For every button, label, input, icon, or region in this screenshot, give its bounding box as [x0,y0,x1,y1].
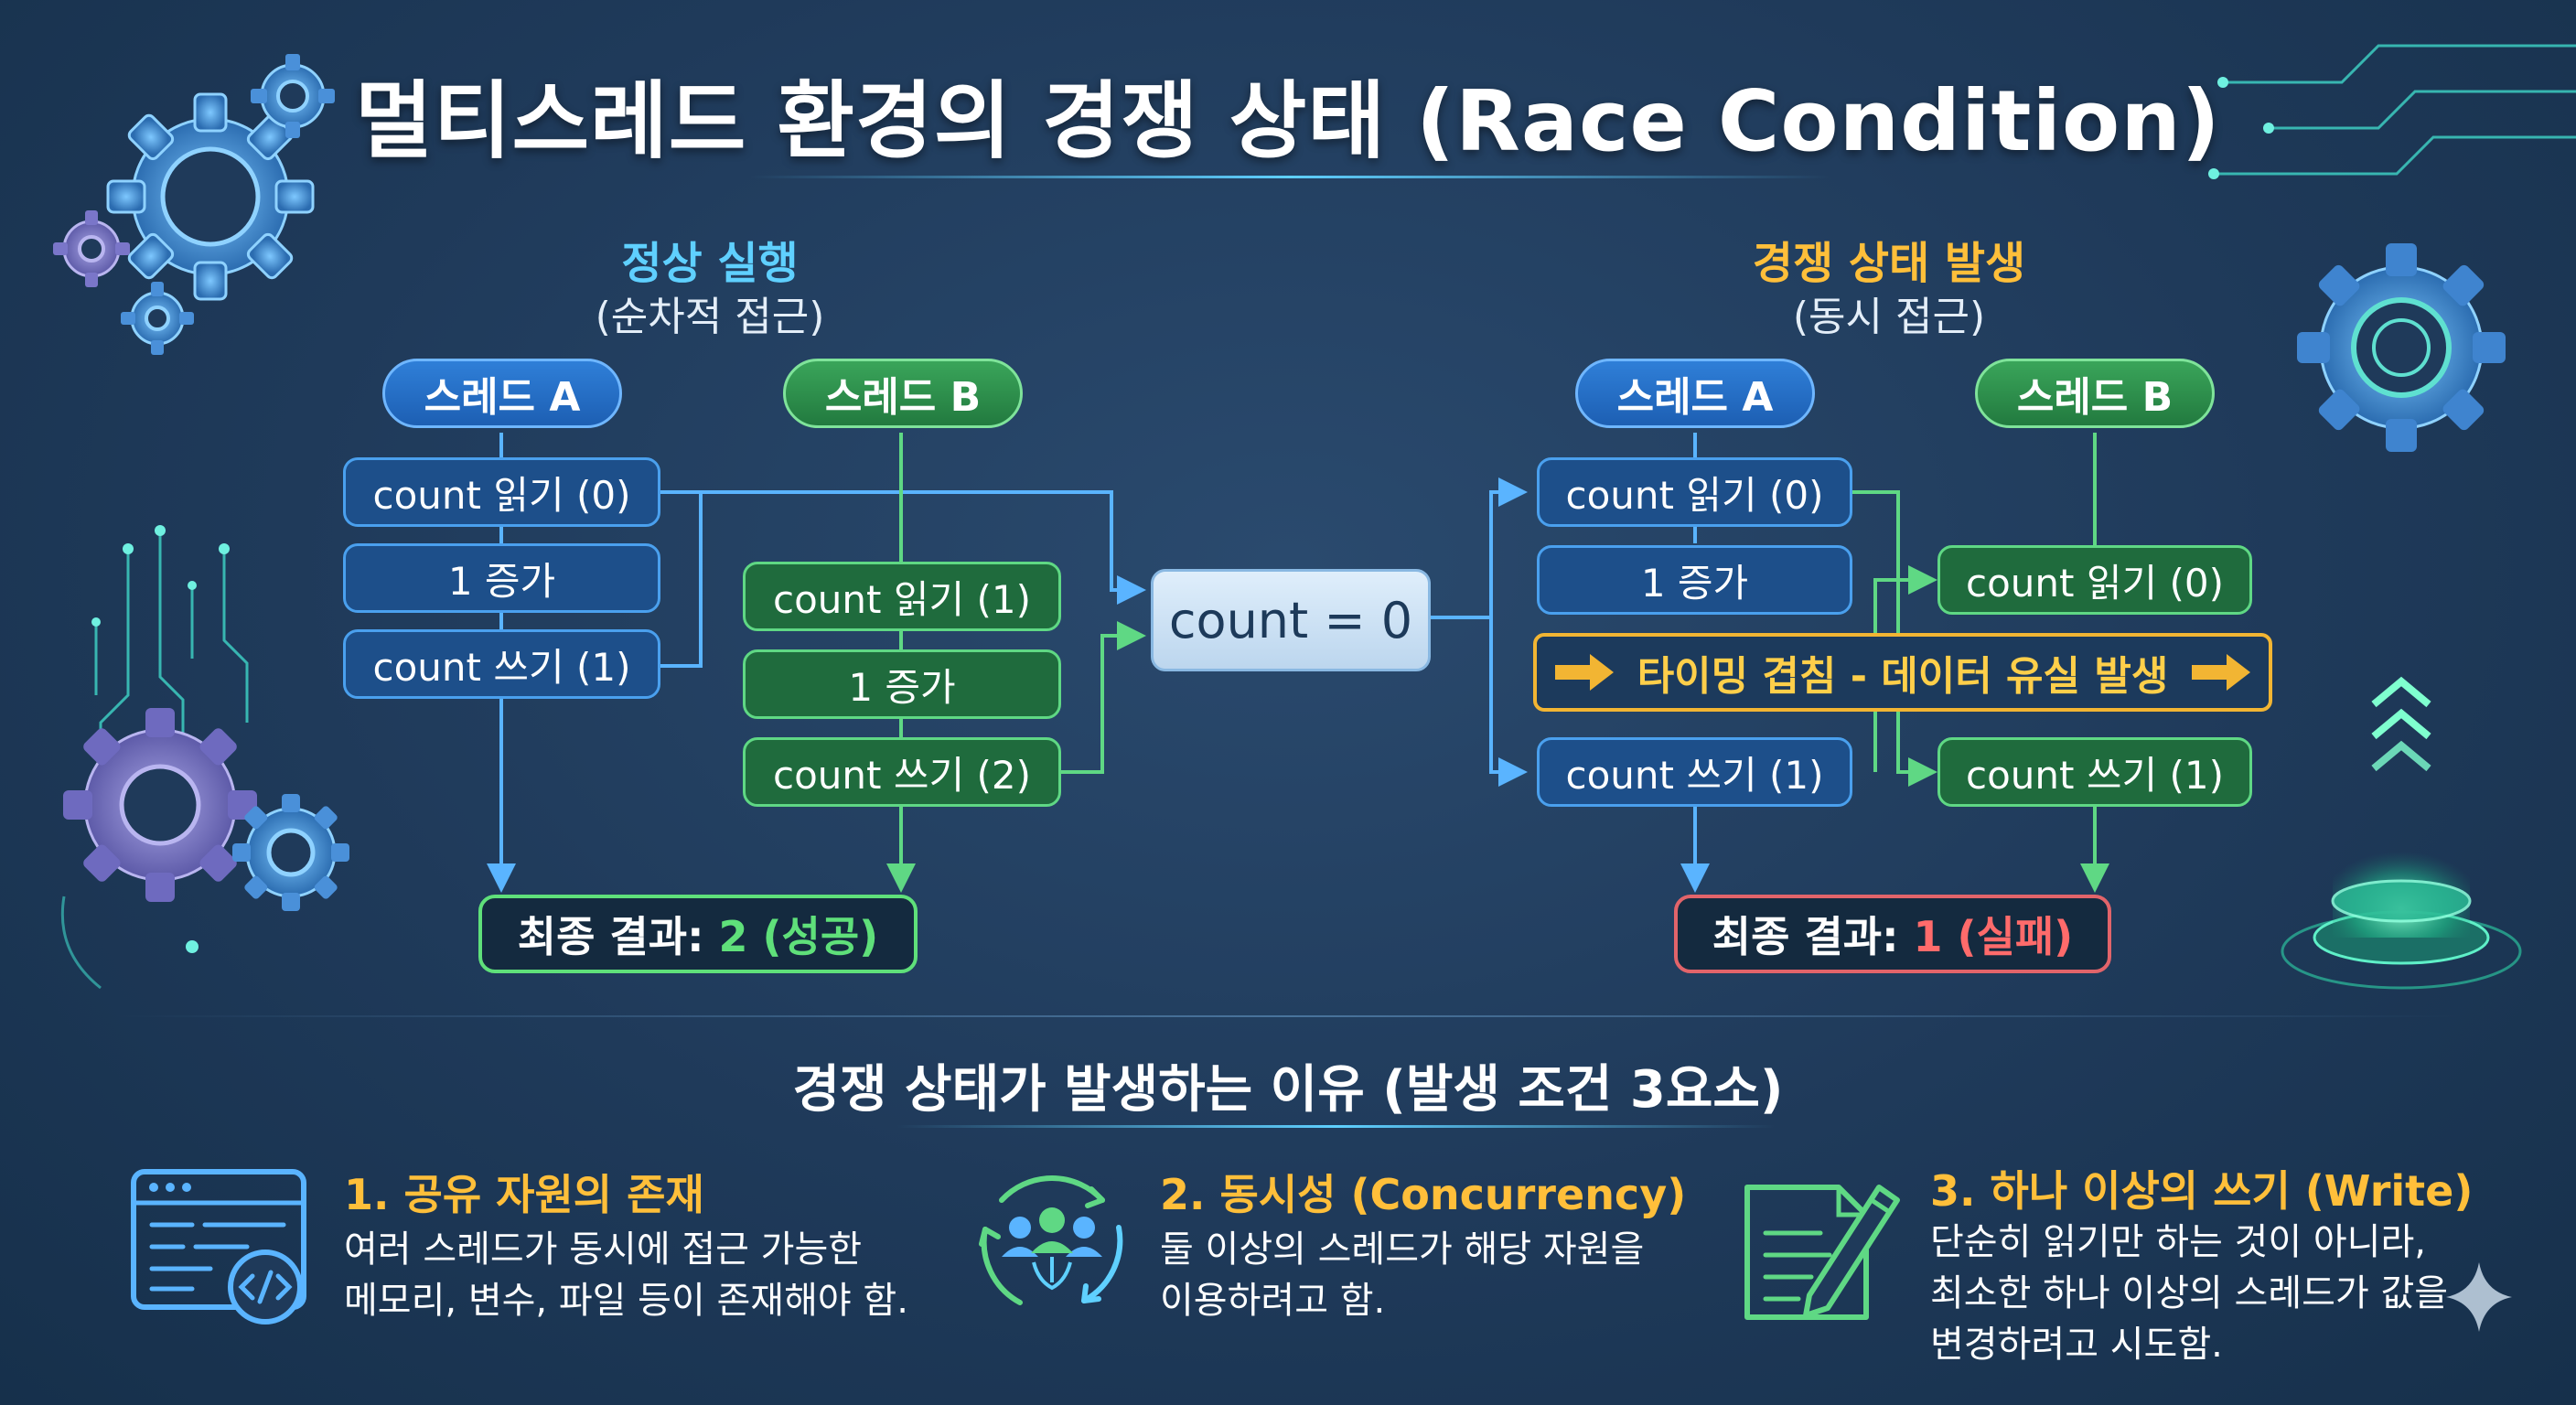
why-item-1-body-line-1: 여러 스레드가 동시에 접근 가능한 [344,1228,863,1271]
why-title: 경쟁 상태가 발생하는 이유 (발생 조건 3요소) [792,1060,1784,1120]
normal-b-step-write: count 쓰기 (2) [743,737,1061,807]
normal-a-step-write: count 쓰기 (1) [343,629,660,699]
why-item-3-title: 3. 하나 이상의 쓰기 (Write) [1930,1166,2474,1216]
why-item-3-body-line-3: 변경하려고 시도함. [1930,1324,2223,1366]
normal-a-step-read: count 읽기 (0) [343,457,660,527]
timing-overlap-text: 타이밍 겹침 - 데이터 유실 발생 [1637,653,2169,700]
why-item-3-body-line-2: 최소한 하나 이상의 스레드가 값을 [1930,1272,2449,1314]
gear-icon [63,708,257,902]
normal-thread-b-label: 스레드 B [783,359,1023,428]
sparkle-icon [2446,1262,2512,1332]
why-item-2-body-line-1: 둘 이상의 스레드가 해당 자원을 [1160,1228,1645,1271]
normal-a-step-increment: 1 증가 [343,543,660,613]
gear-icon [121,282,194,355]
write-document-icon [1744,1185,1900,1320]
race-result-prefix: 최종 결과: [1712,912,1914,961]
normal-b-step-read: count 읽기 (1) [743,562,1061,631]
race-a-step-read: count 읽기 (0) [1537,457,1852,527]
why-item-2-title: 2. 동시성 (Concurrency) [1160,1170,1687,1219]
concurrency-users-icon [979,1174,1123,1305]
circuit-lines [2214,44,2576,176]
normal-result: 최종 결과: 2 (성공) [478,895,918,973]
section-divider [110,1015,2466,1017]
gear-icon [53,210,130,287]
why-item-1-body-line-2: 메모리, 변수, 파일 등이 존재해야 함. [344,1280,908,1322]
arrow-right-icon [2192,654,2251,691]
normal-b-step-increment: 1 증가 [743,649,1061,719]
code-window-icon [131,1169,306,1325]
race-result-value: 1 (실패) [1913,912,2074,961]
normal-subtitle: (순차적 접근) [595,294,825,340]
why-item-1-title: 1. 공유 자원의 존재 [344,1170,704,1219]
normal-result-value: 2 (성공) [718,912,879,961]
race-result: 최종 결과: 1 (실패) [1674,895,2111,973]
why-item-2-body-line-2: 이용하려고 함. [1160,1280,1386,1322]
race-subtitle: (동시 접근) [1792,294,1986,340]
gear-icon [2297,243,2506,452]
race-thread-b-label: 스레드 B [1975,359,2215,428]
gear-icon [106,92,315,301]
normal-thread-a-label: 스레드 A [382,359,622,428]
race-b-step-read: count 읽기 (0) [1937,545,2252,615]
beacon-icon [2281,676,2522,990]
normal-result-prefix: 최종 결과: [517,912,719,961]
why-item-3-body-line-1: 단순히 읽기만 하는 것이 아니라, [1930,1221,2426,1263]
race-title: 경쟁 상태 발생 [1752,238,2026,289]
normal-title: 정상 실행 [621,238,799,289]
race-a-step-write: count 쓰기 (1) [1537,737,1852,807]
shared-count-box: count = 0 [1151,569,1431,671]
page-title: 멀티스레드 환경의 경쟁 상태 (Race Condition) [355,72,2221,170]
race-thread-a-label: 스레드 A [1575,359,1815,428]
arrow-right-icon [1554,654,1614,691]
race-b-step-write: count 쓰기 (1) [1937,737,2252,807]
gear-icon [251,54,335,138]
gear-icon [232,794,349,911]
timing-overlap-banner: 타이밍 겹침 - 데이터 유실 발생 [1533,633,2272,712]
race-a-step-increment: 1 증가 [1537,545,1852,615]
title-underline [750,176,1830,178]
why-underline [896,1125,1775,1128]
